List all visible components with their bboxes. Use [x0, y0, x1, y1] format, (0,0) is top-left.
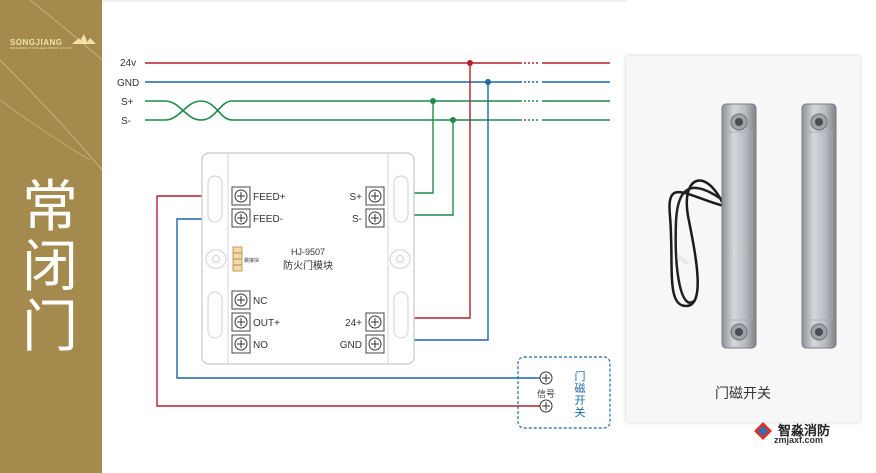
- black-cable: [668, 179, 726, 308]
- module-name: 防火门模块: [283, 259, 333, 272]
- bus-label-s-minus: S-: [121, 116, 131, 127]
- title-char: 常: [22, 175, 78, 240]
- product-photo-panel: 门磁开关: [626, 56, 860, 422]
- label-feed-plus: FEED+: [253, 192, 286, 203]
- title-char: 闭: [22, 235, 78, 300]
- magnet-sensor-left: [721, 103, 757, 349]
- switch-name-char: 磁: [575, 382, 586, 395]
- switch-name-char: 关: [575, 405, 586, 419]
- terminal-no: [231, 334, 251, 354]
- sidebar-decoration: [0, 0, 102, 171]
- bus-label-s-plus: S+: [121, 97, 134, 108]
- watermark-logo-icon: [754, 422, 772, 440]
- fire-door-module: FEED+ FEED- 跳接块 HJ-9507 防火门模块 NC: [201, 152, 415, 365]
- label-no: NO: [253, 340, 268, 351]
- sidebar: SONGJIANG SONGJIANG YUNAN ELECTRONIC CO.…: [0, 0, 102, 473]
- wiring-diagram: 24v GND S+ S-: [102, 0, 627, 429]
- label-s-minus: S-: [352, 214, 362, 225]
- terminal-feed-minus: [231, 208, 251, 228]
- bus-s-twisted-pair: [145, 100, 610, 121]
- terminal-gnd: [365, 334, 385, 354]
- bus-label-24v: 24v: [120, 58, 136, 69]
- lotus-logo-icon: [72, 34, 96, 44]
- terminal-nc: [231, 290, 251, 310]
- photo-caption: 门磁开关: [715, 385, 771, 401]
- terminal-out-plus: [231, 312, 251, 332]
- jumper-block: [232, 246, 243, 272]
- wire-feed-plus: [156, 195, 540, 407]
- switch-name-char: 门: [575, 369, 586, 383]
- door-switch-box: 信号 门 磁 开 关: [517, 356, 611, 429]
- signal-label: 信号: [537, 388, 555, 399]
- watermark-title: 智淼消防: [778, 423, 831, 438]
- terminal-24-plus: [365, 312, 385, 332]
- module-model: HJ-9507: [291, 247, 325, 257]
- label-gnd: GND: [340, 340, 362, 351]
- label-24-plus: 24+: [345, 318, 362, 329]
- magnet-sensor-right: [801, 103, 837, 349]
- jumper-label: 跳接块: [244, 257, 259, 264]
- wire-gnd: [414, 82, 489, 341]
- brand-subtitle: SONGJIANG YUNAN ELECTRONIC CO.,LTD.: [10, 46, 73, 50]
- wire-s-minus: [414, 120, 454, 216]
- wire-24v: [414, 63, 471, 319]
- bus-label-gnd: GND: [117, 78, 139, 89]
- bus-lines: 24v GND S+ S-: [117, 58, 610, 127]
- label-feed-minus: FEED-: [253, 214, 283, 225]
- watermark: 智淼消防 zmjaxf.com: [752, 420, 862, 445]
- terminal-s-plus: [365, 186, 385, 206]
- terminal-feed-plus: [231, 186, 251, 206]
- switch-name-char: 开: [575, 395, 586, 407]
- terminal-s-minus: [365, 208, 385, 228]
- switch-terminal-top: [539, 371, 553, 385]
- label-s-plus: S+: [349, 192, 362, 203]
- label-out-plus: OUT+: [253, 318, 280, 329]
- title-char: 门: [22, 295, 78, 360]
- page-title: 常 闭 门: [19, 178, 81, 358]
- switch-terminal-bottom: [539, 399, 553, 413]
- watermark-url: zmjaxf.com: [774, 435, 824, 445]
- wire-s-plus: [414, 101, 434, 194]
- label-nc: NC: [253, 296, 267, 307]
- wire-feed-minus: [176, 218, 540, 379]
- door-magnetic-switch-illustration: [668, 103, 837, 349]
- brand-name: SONGJIANG: [10, 38, 63, 47]
